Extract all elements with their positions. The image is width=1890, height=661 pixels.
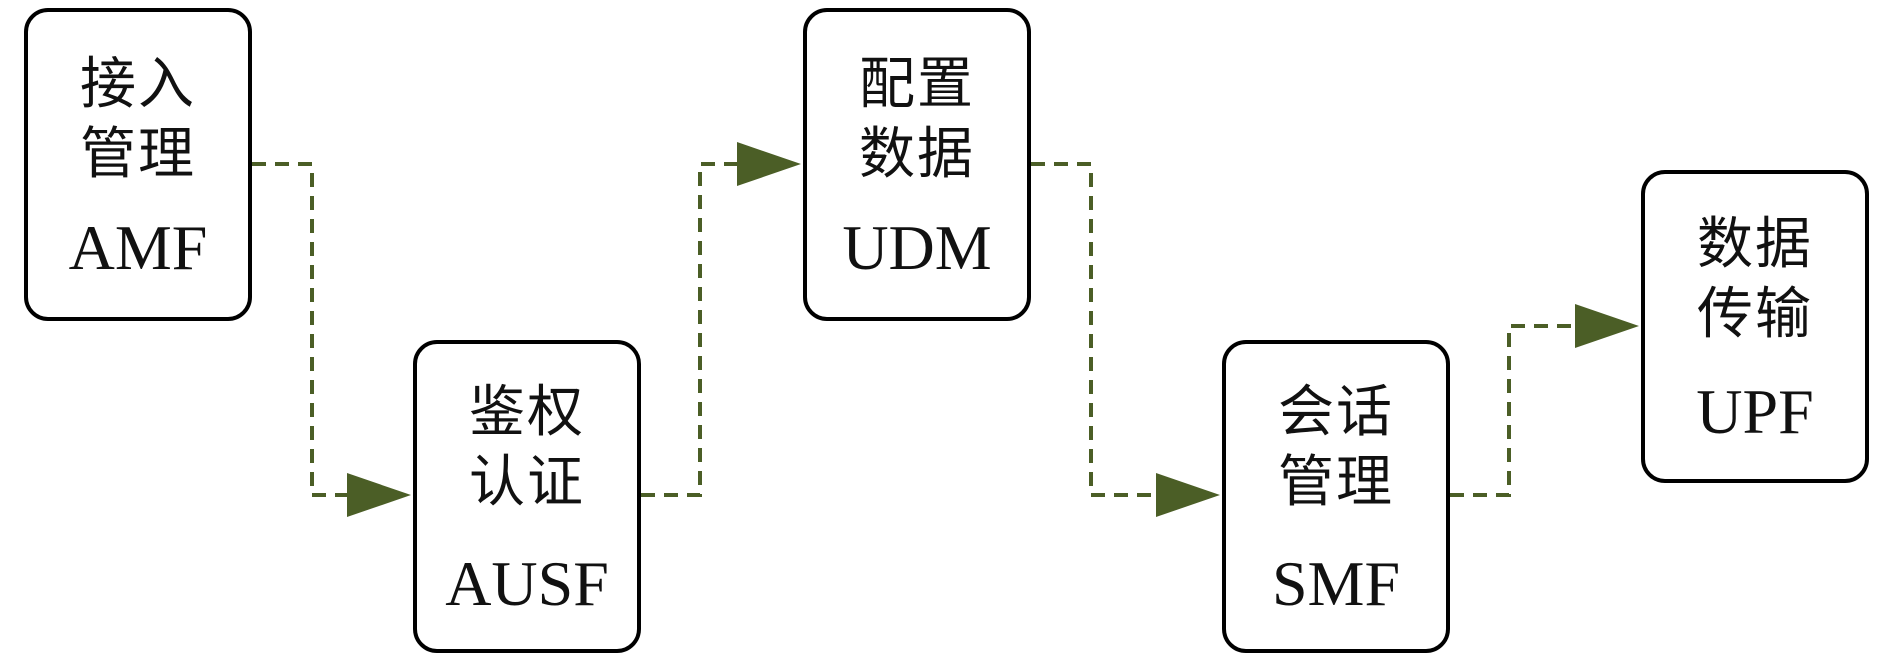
node-udm-line2: 数据 [859,121,975,187]
node-ausf-code: AUSF [445,547,609,619]
edge-arrowhead-amf-ausf [347,473,411,517]
node-amf-line1: 接入 [80,51,196,117]
node-udm-code: UDM [842,211,992,283]
node-ausf-line2: 认证 [469,449,585,515]
edge-smf-to-upf [1450,304,1639,497]
node-upf-line1: 数据 [1697,211,1813,277]
node-udm: 配置 数据 UDM [803,8,1031,321]
edge-arrowhead-ausf-udm [737,142,801,186]
node-smf-line1: 会话 [1278,379,1394,445]
node-ausf-line1: 鉴权 [469,379,585,445]
node-upf-line2: 传输 [1697,281,1813,347]
node-smf-code: SMF [1271,547,1401,619]
edge-line-ausf-udm [641,162,738,497]
node-amf-line2: 管理 [80,121,196,187]
edge-udm-to-smf [1031,162,1220,517]
node-upf-code: UPF [1696,375,1814,447]
node-amf: 接入 管理 AMF [24,8,252,321]
node-upf: 数据 传输 UPF [1641,170,1869,483]
node-amf-code: AMF [68,211,208,283]
edge-amf-to-ausf [252,162,411,517]
edge-line-smf-upf [1450,324,1576,497]
node-smf-line2: 管理 [1278,449,1394,515]
edge-line-amf-ausf [252,162,348,497]
node-smf: 会话 管理 SMF [1222,340,1450,653]
edge-arrowhead-udm-smf [1156,473,1220,517]
node-udm-line1: 配置 [859,51,975,117]
edge-arrowhead-smf-upf [1575,304,1639,348]
edge-ausf-to-udm [641,142,801,497]
node-ausf: 鉴权 认证 AUSF [413,340,641,653]
edge-line-udm-smf [1031,162,1157,497]
